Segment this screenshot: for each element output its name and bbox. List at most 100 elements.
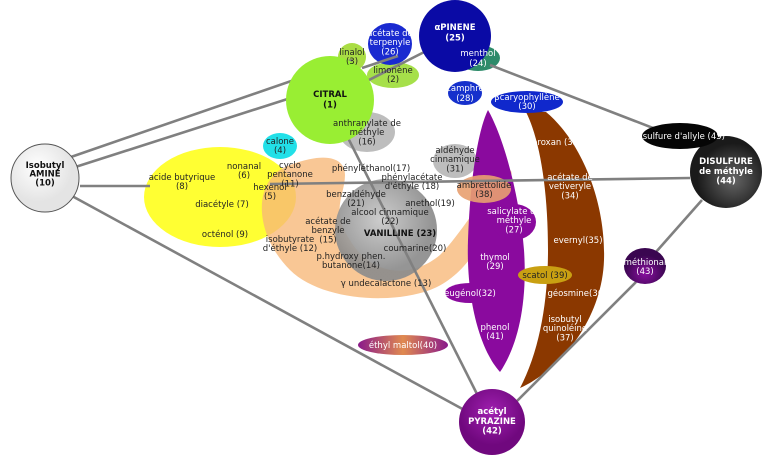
node-label-octenol: octénol (9) — [202, 229, 248, 240]
label-line: (15) — [319, 235, 336, 245]
label-line: d'éthyle (18) — [385, 181, 439, 192]
label-line: acétyl — [477, 406, 506, 417]
node-label-alcool: alcool cinnamique(22) — [351, 208, 428, 227]
label-line: (25) — [445, 33, 465, 43]
label-line: coumarine(20) — [384, 244, 447, 254]
label-line: benzyle — [311, 226, 344, 236]
node-label-benzaldehyde: benzaldéhyde(21) — [326, 189, 386, 209]
label-line: (21) — [347, 199, 364, 209]
node-shape-amine[interactable] — [10, 143, 80, 213]
label-line: camphre — [446, 84, 483, 94]
node-label-eugenol: eugénol(32) — [444, 288, 496, 299]
label-line: acétate de — [547, 172, 593, 183]
connector-line — [336, 117, 480, 397]
label-line: benzaldéhyde — [326, 189, 386, 200]
label-line: (41) — [486, 332, 503, 342]
node-shape-yellow[interactable] — [144, 147, 296, 247]
node-shape-salicylate[interactable] — [492, 204, 536, 240]
node-shape-terpenyle[interactable] — [368, 23, 412, 65]
node-shape-maltol[interactable] — [358, 335, 448, 355]
node-label-nonanal: nonanal(6) — [227, 162, 261, 181]
label-line: disulfure d'allyle (45) — [635, 132, 725, 142]
node-shape-allyle[interactable] — [642, 123, 718, 149]
node-shape-eugenol[interactable] — [445, 283, 495, 303]
label-line: aldéhyde — [435, 145, 474, 156]
node-label-thymol: thymol(29) — [480, 253, 510, 272]
node-label-ambrettolide: ambrettolide(38) — [457, 181, 512, 200]
label-line: (28) — [456, 94, 473, 104]
node-shape-calone[interactable] — [263, 133, 297, 159]
node-label-calone: calone(4) — [266, 137, 294, 156]
label-line: géosmine(36) — [548, 288, 607, 299]
label-line: alcool cinnamique — [351, 208, 428, 218]
label-line: phénylacétate — [381, 172, 442, 183]
node-label-menthol: menthol(24) — [460, 49, 495, 69]
node-shape-disulfure[interactable] — [690, 136, 762, 208]
label-line: calone — [266, 137, 294, 147]
label-line: p.hydroxy phen. — [316, 252, 385, 262]
label-line: γ undecalactone (13) — [341, 279, 432, 289]
label-line: (43) — [636, 267, 653, 277]
label-line: isobutyrate — [266, 235, 314, 245]
node-shape-caryophyllene[interactable] — [491, 91, 563, 113]
label-line: thymol — [480, 253, 510, 263]
node-shape-pinene[interactable] — [419, 0, 491, 72]
node-label-geosmine: géosmine(36) — [548, 288, 607, 299]
label-line: phényléthanol(17) — [332, 163, 410, 174]
label-line: (3) — [346, 57, 358, 67]
label-line: méthyle — [497, 215, 532, 226]
node-label-camphre: camphre(28) — [446, 84, 483, 104]
node-label-anethol: anethol(19) — [405, 199, 455, 209]
label-line: (10) — [35, 178, 55, 188]
node-shape-citral[interactable] — [286, 56, 374, 144]
node-shape-vaniline[interactable] — [335, 179, 437, 281]
connector-line — [361, 54, 399, 70]
label-line: quinoléine — [543, 323, 587, 334]
label-line: cyclo — [279, 161, 301, 171]
label-line: vetiveryle — [549, 182, 591, 192]
label-line: CITRAL — [313, 90, 347, 100]
label-line: (5) — [264, 192, 276, 202]
label-line: (29) — [486, 262, 503, 272]
label-line: DISULFURE — [699, 157, 753, 167]
node-label-ambroxan: ambroxan (33) — [519, 138, 582, 148]
label-line: (2) — [387, 75, 399, 85]
node-shape-brown[interactable] — [520, 112, 605, 388]
label-line: scatol (39) — [522, 271, 567, 281]
node-shape-methional[interactable] — [624, 248, 666, 284]
label-line: VANILLINE (23) — [364, 229, 436, 239]
label-line: méthyle — [350, 127, 385, 138]
node-shape-scatol[interactable] — [518, 266, 572, 284]
connector-line — [65, 93, 301, 172]
label-line: (30) — [518, 102, 535, 112]
label-line: terpenyle — [370, 38, 411, 48]
node-shape-cinnamique[interactable] — [433, 144, 477, 178]
label-line: (22) — [381, 217, 398, 227]
node-label-limonene: limonène(2) — [373, 65, 412, 85]
node-label-linalol: linalol(3) — [339, 48, 364, 67]
node-label-butyrique: acide butyrique(8) — [149, 173, 216, 192]
node-shape-limonene[interactable] — [367, 62, 419, 88]
node-shape-camphre[interactable] — [448, 81, 482, 105]
label-line: butanone(14) — [322, 261, 380, 271]
label-line: d'éthyle (12) — [263, 243, 317, 254]
node-label-coumarine: coumarine(20) — [384, 244, 447, 254]
node-shape-pyrazine[interactable] — [459, 389, 525, 455]
label-line: Isobutyl — [26, 161, 65, 171]
label-line: (37) — [556, 333, 573, 343]
connector-line — [655, 199, 703, 253]
label-line: αPINENE — [434, 23, 475, 33]
node-label-vaniline: VANILLINE (23) — [364, 229, 436, 239]
label-line: anethol(19) — [405, 199, 455, 209]
node-label-pinene: αPINENE(25) — [434, 23, 475, 43]
node-shape-orange[interactable] — [261, 157, 512, 299]
node-label-scatol: scatol (39) — [522, 271, 567, 281]
